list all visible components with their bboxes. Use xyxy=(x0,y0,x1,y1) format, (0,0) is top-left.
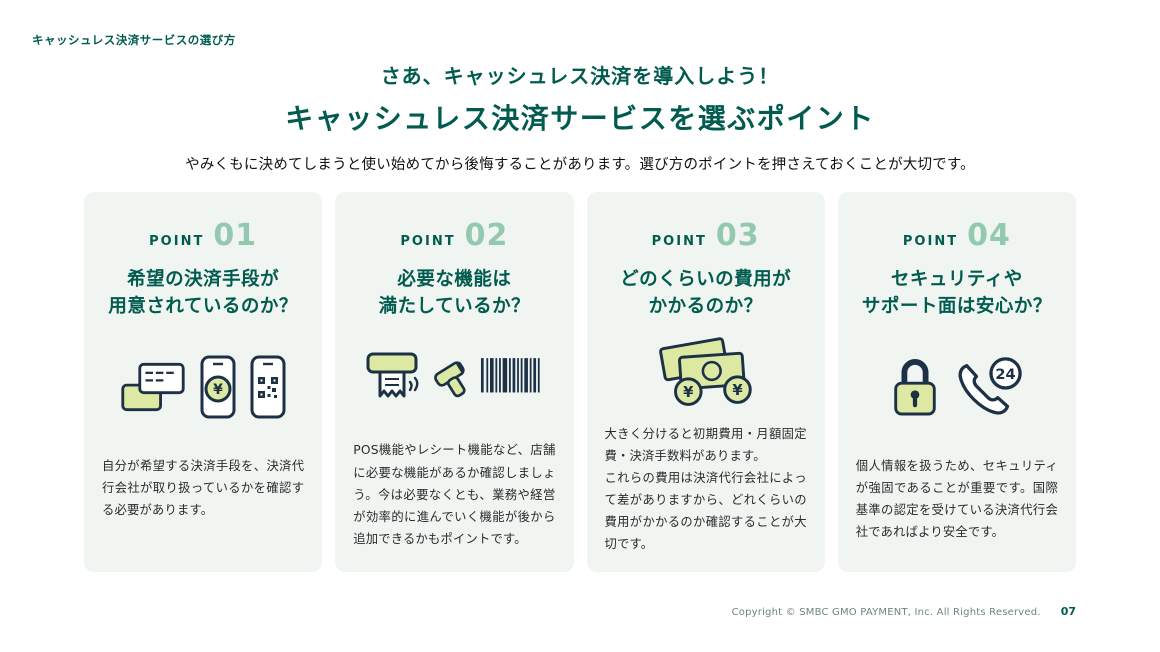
card-heading-line1: 希望の決済手段が xyxy=(127,269,280,290)
point-number: 01 xyxy=(213,218,258,253)
money-yen-icon: ¥ ¥ xyxy=(647,331,765,409)
point-number: 02 xyxy=(464,218,509,253)
point-header: POINT 02 xyxy=(353,218,555,253)
card-icons: ¥ xyxy=(102,333,304,441)
card-heading-line1: 必要な機能は xyxy=(397,269,512,290)
svg-text:24: 24 xyxy=(995,366,1015,383)
point-number: 03 xyxy=(715,218,760,253)
smartphone-qr-icon xyxy=(249,355,287,419)
breadcrumb: キャッシュレス決済サービスの選び方 xyxy=(32,33,236,47)
point-header: POINT 01 xyxy=(102,218,304,253)
card-body: 大きく分けると初期費用・月額固定費・決済手数料があります。 これらの費用は決済代… xyxy=(604,426,807,552)
point-label: POINT xyxy=(400,234,456,249)
header: さあ、キャッシュレス決済を導入しよう！ キャッシュレス決済サービスを選ぶポイント… xyxy=(0,0,1160,174)
point-card-3: POINT 03 どのくらいの費用が かかるのか？ xyxy=(586,192,825,572)
card-heading: 希望の決済手段が 用意されているのか？ xyxy=(102,267,304,323)
card-heading-line2: 用意されているのか？ xyxy=(108,295,298,317)
copyright-text: Copyright © SMBC GMO PAYMENT, Inc. All R… xyxy=(731,607,1041,618)
card-body: 個人情報を扱うため、セキュリティが強固であることが重要です。国際基準の認定を受け… xyxy=(855,459,1058,540)
point-label: POINT xyxy=(902,234,959,249)
title-line1: さあ、キャッシュレス決済を導入しよう！ xyxy=(380,64,780,88)
footer: Copyright © SMBC GMO PAYMENT, Inc. All R… xyxy=(732,605,1076,618)
points-row: POINT 01 希望の決済手段が 用意されているのか？ xyxy=(84,192,1076,572)
card-heading: どのくらいの費用が かかるのか？ xyxy=(605,267,807,321)
receipt-printer-icon xyxy=(362,346,422,410)
card-body: 自分が希望する決済手段を、決済代行会社が取り扱っているかを確認する必要があります… xyxy=(102,459,305,518)
card-icons: 24 xyxy=(856,333,1058,441)
card-icons: ¥ ¥ xyxy=(605,331,807,409)
point-label: POINT xyxy=(149,234,205,249)
card-heading: 必要な機能は 満たしているか？ xyxy=(353,267,555,321)
point-label: POINT xyxy=(651,234,707,249)
phone-24-icon: 24 xyxy=(954,354,1026,420)
point-header: POINT 03 xyxy=(605,218,807,253)
point-card-1: POINT 01 希望の決済手段が 用意されているのか？ xyxy=(84,192,323,572)
svg-text:¥: ¥ xyxy=(213,382,223,398)
svg-text:¥: ¥ xyxy=(732,382,743,399)
page-title: キャッシュレス決済サービスを選ぶポイント xyxy=(285,102,875,135)
subtitle: やみくもに決めてしまうと使い始めてから後悔することがあります。選び方のポイントを… xyxy=(185,157,975,173)
svg-text:¥: ¥ xyxy=(683,384,694,401)
point-card-4: POINT 04 セキュリティや サポート面は安心か？ xyxy=(837,192,1076,572)
card-heading-line2: サポート面は安心か？ xyxy=(861,295,1052,317)
card-heading: セキュリティや サポート面は安心か？ xyxy=(856,267,1058,323)
barcode-scanner-icon xyxy=(434,349,546,407)
card-heading-line2: かかるのか？ xyxy=(648,295,763,317)
card-heading-line2: 満たしているか？ xyxy=(378,295,531,317)
point-card-2: POINT 02 必要な機能は 満たしているか？ xyxy=(335,192,574,572)
card-icons xyxy=(353,331,555,426)
point-number: 04 xyxy=(967,218,1011,253)
card-heading-line1: どのくらいの費用が xyxy=(620,269,792,290)
point-header: POINT 04 xyxy=(856,218,1058,253)
padlock-icon xyxy=(888,354,942,420)
page-number: 07 xyxy=(1060,605,1076,618)
card-body: POS機能やレシート機能など、店舗に必要な機能があるか確認しましょう。今は必要な… xyxy=(353,443,556,546)
card-heading-line1: セキュリティや xyxy=(890,269,1023,290)
credit-card-icon xyxy=(119,356,187,418)
smartphone-yen-icon: ¥ xyxy=(199,355,237,419)
